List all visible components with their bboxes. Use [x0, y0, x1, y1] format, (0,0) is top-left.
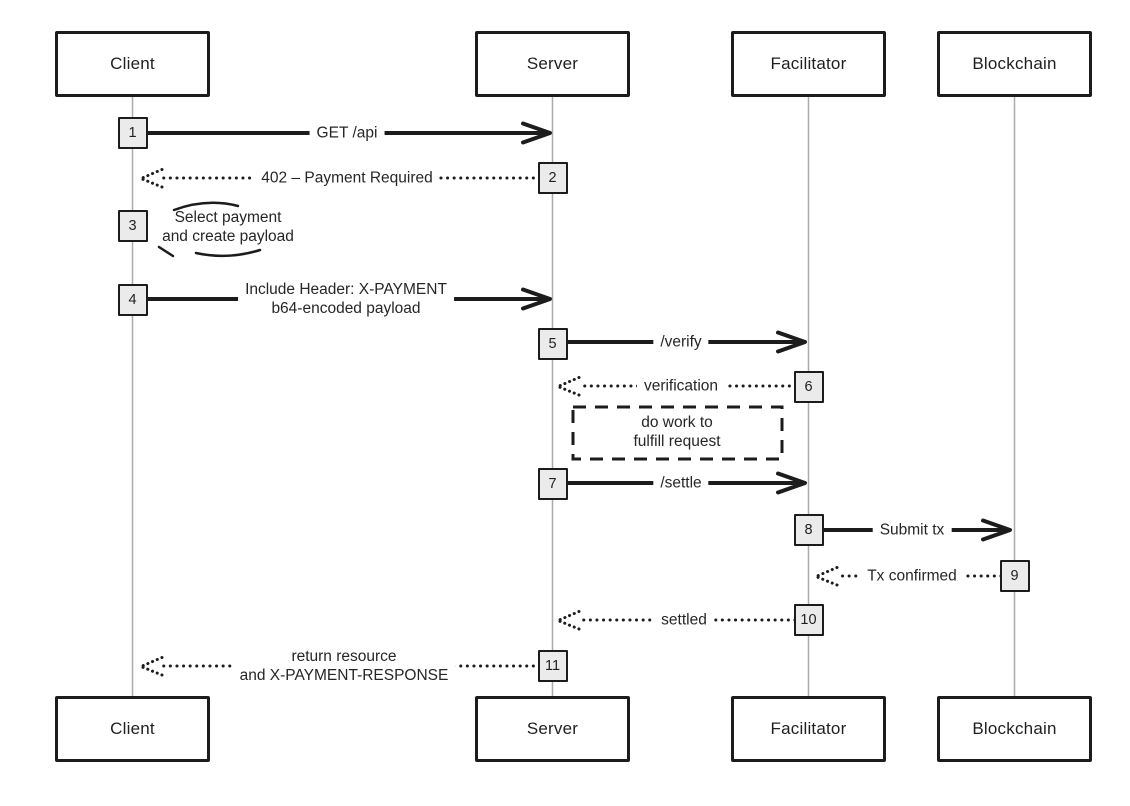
actor-label: Blockchain	[972, 719, 1057, 738]
message-9-arrow	[814, 566, 1003, 587]
actor-bottom-blockchain: Blockchain	[937, 696, 1092, 762]
actor-bottom-facilitator: Facilitator	[731, 696, 886, 762]
actor-top-blockchain: Blockchain	[937, 31, 1092, 97]
arrowhead	[776, 330, 807, 354]
step-badge-1: 1	[117, 117, 148, 149]
arrowhead	[521, 287, 552, 311]
message-6-label: verification	[636, 376, 726, 396]
actor-label: Client	[110, 54, 155, 73]
arrowhead	[556, 610, 581, 631]
step-badge-3: 3	[117, 210, 148, 242]
note-box-border	[571, 405, 784, 461]
message-10-label: settled	[654, 610, 714, 630]
step-badge-9: 9	[999, 560, 1030, 592]
actor-top-client: Client	[55, 31, 210, 97]
message-11-arrow	[139, 656, 542, 677]
actor-top-facilitator: Facilitator	[731, 31, 886, 97]
message-4-label: Include Header: X-PAYMENT b64-encoded pa…	[238, 280, 454, 318]
actor-bottom-client: Client	[55, 696, 210, 762]
step-badge-8: 8	[793, 514, 824, 546]
arrowhead	[776, 471, 807, 495]
step-badge-11: 11	[537, 650, 568, 682]
step-badge-6: 6	[793, 371, 824, 403]
actor-label: Client	[110, 719, 155, 738]
message-3-label: Select payment and create payload	[162, 209, 294, 245]
step-badge-7: 7	[537, 468, 568, 500]
actor-top-server: Server	[475, 31, 630, 97]
arrowhead	[521, 121, 552, 145]
message-6-arrow	[556, 376, 798, 397]
message-5-label: /verify	[653, 332, 709, 352]
note-label: do work to fulfill request	[633, 414, 721, 450]
step-badge-4: 4	[117, 284, 148, 316]
step-badge-5: 5	[537, 328, 568, 360]
message-1-label: GET /api	[309, 123, 385, 143]
message-2-arrow	[139, 168, 542, 189]
step-badge-2: 2	[537, 162, 568, 194]
message-11-label: return resource and X-PAYMENT-RESPONSE	[232, 647, 456, 685]
arrowhead	[814, 566, 839, 587]
arrowhead	[139, 656, 164, 677]
message-8-label: Submit tx	[872, 520, 952, 540]
arrowhead	[139, 168, 164, 189]
arrowhead	[981, 518, 1012, 542]
actor-label: Server	[526, 719, 579, 738]
arrowhead	[556, 376, 581, 397]
actor-label: Facilitator	[770, 54, 847, 73]
message-9-label: Tx confirmed	[860, 566, 964, 586]
step-badge-10: 10	[793, 604, 824, 636]
message-7-label: /settle	[653, 473, 709, 493]
actor-label: Blockchain	[972, 54, 1057, 73]
message-10-arrow	[556, 610, 797, 631]
actor-label: Facilitator	[770, 719, 847, 738]
actor-label: Server	[526, 54, 579, 73]
message-3-self-loop	[157, 201, 262, 258]
actor-bottom-server: Server	[475, 696, 630, 762]
message-2-label: 402 – Payment Required	[254, 168, 440, 188]
